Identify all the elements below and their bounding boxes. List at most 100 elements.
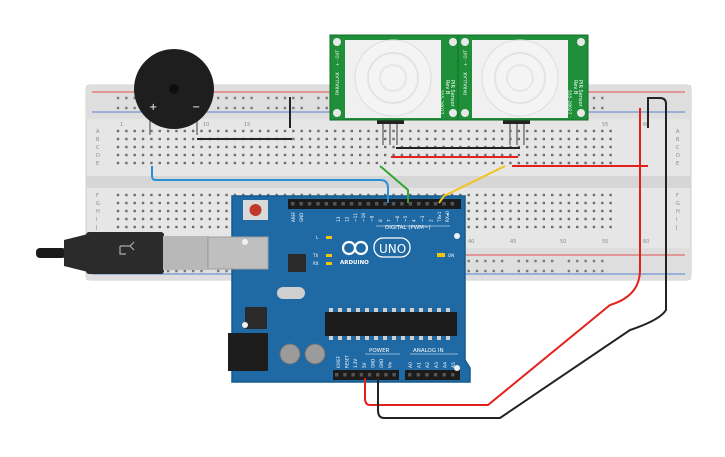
hole <box>484 137 487 141</box>
hole <box>191 137 195 141</box>
wire-green[interactable] <box>379 165 409 203</box>
hole <box>217 201 220 205</box>
reset-button-cap[interactable] <box>249 204 262 216</box>
hole <box>534 225 537 229</box>
chip-pin <box>374 336 378 340</box>
hole <box>551 193 554 197</box>
pir-pins: + - OUT <box>463 50 468 66</box>
hole <box>559 145 562 149</box>
hole <box>191 217 195 221</box>
hole <box>542 193 546 197</box>
hole <box>384 193 387 197</box>
led-on-label: ON <box>448 253 454 258</box>
header-hole <box>442 373 446 377</box>
hole <box>467 201 470 205</box>
hole <box>342 137 345 141</box>
hole <box>200 161 203 165</box>
led-on <box>437 253 445 257</box>
hole <box>175 137 178 141</box>
hole <box>517 153 520 157</box>
col-label: 60 <box>643 239 649 245</box>
digital-pin-label: 12 <box>344 216 350 222</box>
hole <box>409 193 412 197</box>
led-rx-label: RX <box>313 261 319 266</box>
hole <box>576 269 579 273</box>
pir-sensor-1[interactable]: PIR Sensor Rev B 555-28027 PARALLAX + - … <box>329 34 461 145</box>
pir-sensor-2[interactable]: PIR Sensor Rev B 555-28027 PARALLAX + - … <box>457 34 589 145</box>
breadboard-wires[interactable] <box>197 97 649 167</box>
hole <box>392 193 395 197</box>
hole <box>534 193 537 197</box>
hole <box>584 145 587 149</box>
hole <box>283 153 287 157</box>
hole <box>250 106 253 110</box>
hole <box>200 193 203 197</box>
row-label: B <box>96 137 100 143</box>
hole <box>601 145 604 149</box>
hole <box>267 145 270 149</box>
hole <box>509 209 512 213</box>
hole <box>233 96 237 100</box>
hole <box>400 129 404 133</box>
wire-red-5v[interactable] <box>364 128 641 406</box>
wire-blue[interactable] <box>151 166 389 203</box>
hole <box>133 153 136 157</box>
usb-cable[interactable] <box>36 232 232 274</box>
pir-part: 555-28027 <box>566 90 572 115</box>
hole <box>375 145 379 149</box>
hole <box>475 161 479 165</box>
hole <box>400 193 404 197</box>
hole <box>250 193 253 197</box>
hole <box>258 153 262 157</box>
hole <box>601 137 604 141</box>
digital-pin-label: 2 <box>428 219 434 222</box>
power-pin-label: 3.3V <box>353 359 358 368</box>
buzzer-hole <box>169 84 179 94</box>
pir-rev: Rev B <box>572 80 578 95</box>
hole <box>141 137 145 141</box>
digital-pin-label: 4 <box>412 219 418 222</box>
hole <box>225 209 228 213</box>
hole <box>208 217 212 221</box>
hole <box>300 153 303 157</box>
hole <box>525 209 529 213</box>
hole <box>409 137 412 141</box>
hole <box>116 225 120 229</box>
hole <box>475 153 479 157</box>
hole <box>317 137 320 141</box>
hole <box>217 209 220 213</box>
header-hole <box>376 373 380 377</box>
wire-yellow[interactable] <box>438 165 506 204</box>
hole <box>567 129 571 133</box>
hole <box>300 106 303 110</box>
hole <box>425 193 429 197</box>
col-label: 10 <box>203 122 209 128</box>
hole <box>525 225 529 229</box>
header-hole <box>351 373 355 377</box>
hole <box>467 193 470 197</box>
hole <box>317 161 320 165</box>
hole <box>141 153 145 157</box>
hole <box>242 145 245 149</box>
hole <box>175 269 178 273</box>
hole <box>450 129 454 133</box>
hole <box>367 161 370 165</box>
hole <box>484 259 487 263</box>
hole <box>609 201 612 205</box>
signal-wires[interactable] <box>151 97 667 419</box>
hole <box>350 145 353 149</box>
hole <box>358 145 362 149</box>
hole <box>551 153 554 157</box>
hole <box>542 209 546 213</box>
hole <box>191 193 195 197</box>
hole <box>559 129 562 133</box>
header-hole <box>425 202 429 206</box>
hole <box>392 145 395 149</box>
hole <box>534 259 537 263</box>
piezo-buzzer[interactable]: + − <box>134 49 214 135</box>
hole <box>409 129 412 133</box>
hole <box>275 161 278 165</box>
wire-black-gnd[interactable] <box>377 97 667 419</box>
hole <box>425 129 429 133</box>
